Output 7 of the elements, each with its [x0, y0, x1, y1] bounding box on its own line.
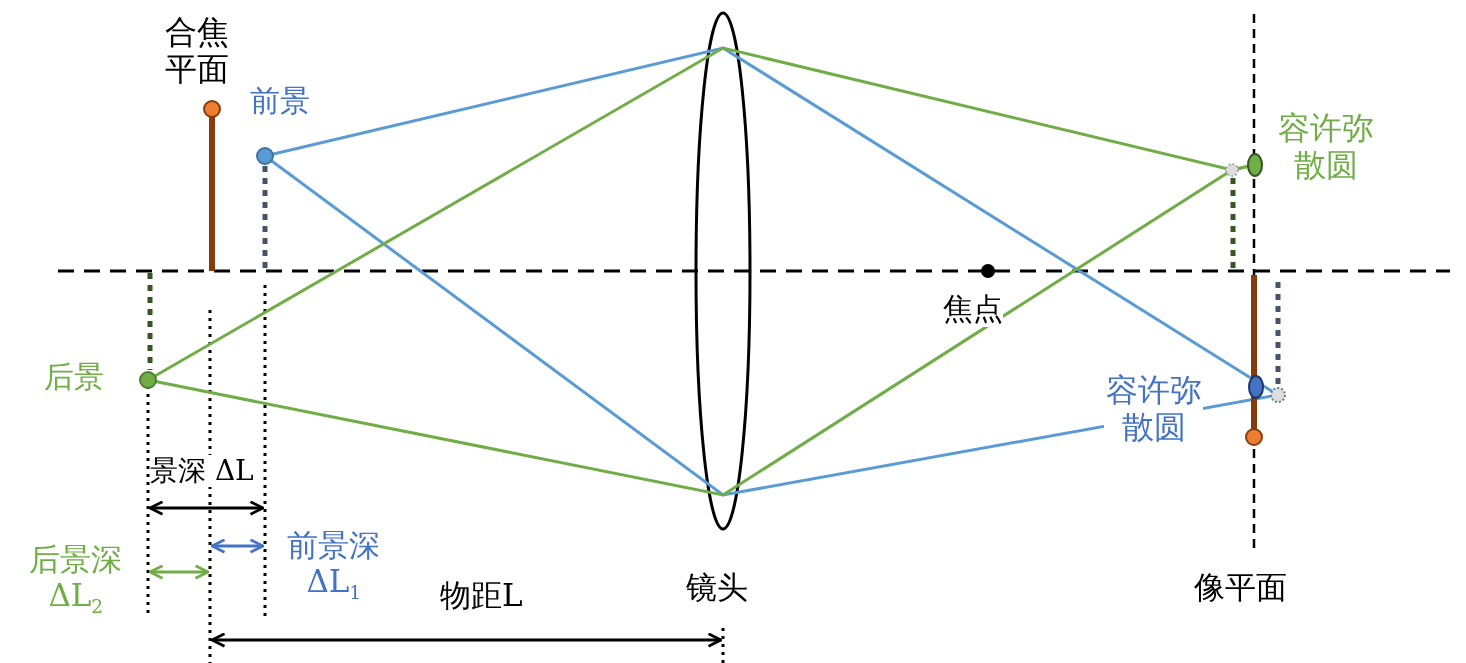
lens-label: 镜头 [686, 570, 748, 606]
image-plane-label: 像平面 [1194, 570, 1287, 606]
object-distance-label: 物距L [440, 578, 523, 614]
focal-point-label: 焦点 [943, 292, 1003, 327]
depth-of-field-label: 景深 ΔL [150, 455, 254, 488]
circle-of-confusion-label: 容许弥散圆 [1276, 110, 1376, 184]
circle-of-confusion-label: 容许弥散圆 [1104, 372, 1204, 446]
